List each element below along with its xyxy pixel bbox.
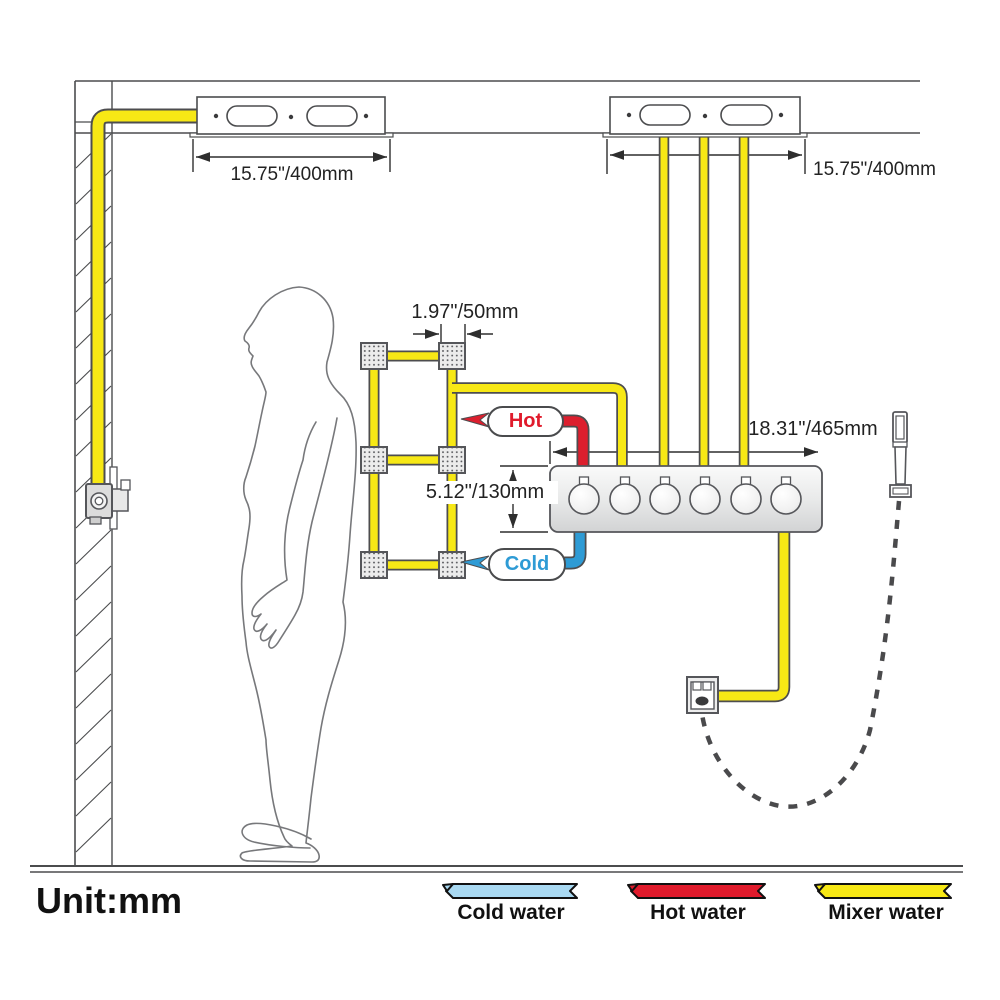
body-jet [438, 446, 466, 474]
body-jet [438, 551, 466, 579]
dim-left-bracket [192, 139, 391, 172]
valve-panel [549, 465, 823, 533]
legend-swatch-cold [442, 883, 578, 899]
hot-pipe [557, 416, 588, 467]
wall-mixer-pipe-outline [90, 108, 198, 492]
ceiling-feed-pipes [660, 134, 748, 467]
cold-label: Cold [488, 548, 566, 581]
body-jet [438, 342, 466, 370]
dim-body-jet [413, 324, 493, 345]
legend-label-mixer: Mixer water [828, 901, 944, 924]
hot-arrow [460, 412, 490, 428]
hot-label: Hot [487, 406, 564, 437]
bracket-screw-hole [363, 113, 369, 119]
ceiling-bracket-right [602, 96, 808, 138]
bracket-screw-hole [626, 112, 632, 118]
pipes [90, 108, 791, 703]
valve-knob [568, 476, 600, 515]
outlet-pipe [714, 531, 789, 701]
shower-hose [699, 500, 902, 809]
valve-knob [770, 476, 802, 515]
valve-knob [649, 476, 681, 515]
unit-label: Unit:mm [36, 880, 182, 921]
jet-branch-pipe [452, 384, 626, 467]
bracket-oval-hole [720, 104, 773, 126]
body-jet [360, 446, 388, 474]
body-jet [360, 551, 388, 579]
valve-knob [609, 476, 641, 515]
legend-label-hot: Hot water [650, 901, 746, 924]
figure-body-outline [239, 286, 357, 863]
handheld-shower [889, 411, 912, 498]
dim-right-bracket-label: 15.75"/400mm [813, 159, 936, 180]
figure-arm-hand [251, 417, 338, 649]
bracket-screw-hole [288, 114, 294, 120]
wall-outlet-elbow [686, 676, 719, 714]
wall-supply-fixture [85, 466, 131, 530]
body-jet [360, 342, 388, 370]
valve-knobs [568, 476, 802, 515]
body-jets [360, 342, 466, 579]
bracket-screw-hole [213, 113, 219, 119]
dim-valve-width-label: 18.31"/465mm [748, 418, 878, 440]
legend-label-cold: Cold water [457, 901, 565, 924]
dim-body-jet-label: 1.97"/50mm [411, 301, 519, 323]
legend-swatch-mixer [814, 883, 952, 899]
handheld-handle [894, 446, 907, 485]
handheld-head [892, 411, 908, 444]
human-figure [239, 286, 357, 863]
bracket-screw-hole [778, 112, 784, 118]
outlet-pipe-outline [714, 531, 791, 703]
dim-valve-height-label: 5.12"/130mm [412, 481, 558, 504]
ceiling-bracket-left [189, 96, 394, 138]
dimension-lines [192, 139, 818, 533]
bracket-oval-hole [306, 105, 358, 127]
legend-swatches [442, 883, 952, 899]
valve-knob [730, 476, 762, 515]
figure-rear-foot [241, 822, 312, 849]
dim-left-bracket-label: 15.75"/400mm [230, 164, 354, 185]
dim-valve-width [549, 441, 818, 464]
bracket-screw-hole [702, 113, 708, 119]
valve-knob [689, 476, 721, 515]
bracket-oval-hole [639, 104, 691, 126]
wall-mixer-pipe [92, 110, 198, 492]
cold-pipe [557, 531, 585, 568]
room-structure [30, 80, 963, 873]
legend-swatch-hot [627, 883, 766, 899]
bracket-oval-hole [226, 105, 278, 127]
